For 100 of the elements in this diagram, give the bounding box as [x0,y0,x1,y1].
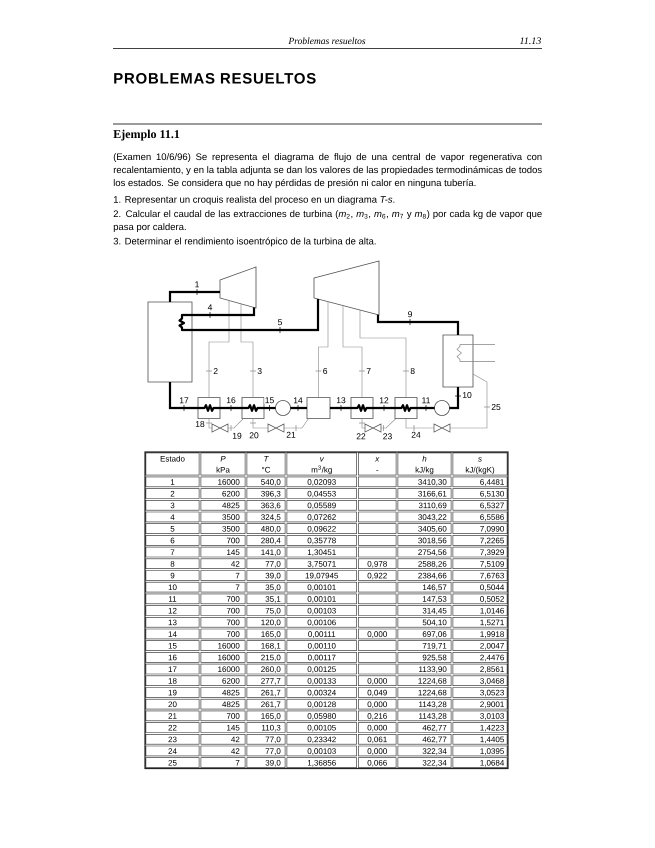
table-cell: 4825 [200,687,246,698]
table-cell: 719,71 [398,640,452,651]
table-cell: 0,5052 [452,594,508,604]
table-cell: 23 [146,734,200,744]
pipe-line [284,418,309,428]
table-cell: 6,4481 [452,476,508,488]
table-cell: 4825 [200,698,246,710]
table-cell: 1,0684 [452,757,508,768]
table-cell: 6200 [200,676,246,686]
table-cell: 697,06 [398,628,452,640]
table-cell: 215,0 [246,652,286,663]
table-cell: 0,00125 [286,664,357,674]
table-cell: 11 [146,594,200,604]
table-cell: 3410,30 [398,476,452,488]
table-cell: 24 [146,746,200,756]
edge-label: 10 [462,391,472,399]
table-cell: 0,05980 [286,710,357,722]
pipe-line [168,290,220,302]
edge-label: 1 [194,280,200,288]
pipe-line [168,382,198,410]
pipe-line [342,305,362,398]
table-cell: 147,53 [398,594,452,604]
table-cell: 146,57 [398,582,452,592]
valve-symbol [364,423,382,433]
table-cell: 4 [146,512,200,522]
table-cell: 7 [200,757,246,768]
table-cell: 35,0 [246,582,286,592]
table-cell: 1,0395 [452,746,508,756]
table-cell: 0,00105 [286,722,357,733]
table-cell: 0,00133 [286,676,357,686]
table-cell: 1,9918 [452,628,508,640]
table-cell: 700 [200,594,246,604]
table-cell: 42 [200,558,246,569]
table-cell: 42 [200,746,246,756]
table-cell: 75,0 [246,605,286,616]
table-cell: 3018,56 [398,535,452,546]
edge-label: 13 [336,396,346,404]
table-cell: 0,00117 [286,652,357,663]
table-cell: 1,4405 [452,734,508,744]
table-cell: 7,6763 [452,570,508,581]
pipe-line [192,299,320,332]
edge-label: 8 [410,367,416,375]
table-cell: 322,34 [398,757,452,768]
table-cell: 39,0 [246,757,286,768]
edge-label: 7 [366,367,372,375]
table-cell: 0,23342 [286,734,357,744]
table-cell: 261,7 [246,698,286,710]
table-cell: 16000 [200,664,246,674]
table-cell: 1224,68 [398,676,452,686]
table-cell: 280,4 [246,535,286,546]
table-cell: 1143,28 [398,698,452,710]
table-cell: 16000 [200,652,246,663]
table-cell: 0,00106 [286,617,357,628]
table-cell: 396,3 [246,488,286,499]
table-cell: 0,922 [358,570,396,581]
header-cell: v m$^{3}$/kg [286,452,357,476]
table-cell: 39,0 [246,570,286,581]
edge-label: 3 [256,367,263,375]
table-cell: 77,0 [246,746,286,756]
heater-box [394,397,418,419]
pump-circle [275,400,291,416]
table-cell: 700 [200,605,246,616]
pipe-line [228,418,244,428]
table-cell: 260,0 [246,664,286,674]
edge-label: 11 [420,396,431,404]
table-cell: 0,5044 [452,582,508,592]
table-cell: 0,00111 [286,628,357,640]
table-cell: 20 [146,698,200,710]
table-cell: 168,1 [246,640,286,651]
table-cell: 165,0 [246,710,286,722]
table-cell: 0,216 [358,710,396,722]
pipe-line [360,310,406,398]
table-cell: 314,45 [398,605,452,616]
table-cell: 1,4223 [452,722,508,733]
table-cell: 35,1 [246,594,286,604]
table-cell: 8 [146,558,200,569]
table-cell: 10 [146,582,200,592]
table-cell: 3,0523 [452,687,508,698]
table-cell: 13 [146,617,200,628]
page-number: 11.13 [520,37,541,44]
table-cell: 480,0 [246,523,286,534]
table-cell: 1 [146,476,200,488]
pipe-line [450,374,488,428]
table-cell: 0,000 [358,628,396,640]
pump-circle [434,400,450,416]
table-cell: 1,0146 [452,605,508,616]
table-cell: 1133,90 [398,664,452,674]
pipe-line [290,406,307,410]
table-cell: 3,0103 [452,710,508,722]
table-cell: 165,0 [246,628,286,640]
table-cell: 7,0990 [452,523,508,534]
table-cell: 462,77 [398,734,452,744]
pipe-line [208,300,230,398]
table-cell: 3 [146,500,200,510]
valve-symbol [268,423,284,433]
header-cell: Estado [146,452,200,476]
table-cell: 700 [200,535,246,546]
table-cell: 2,0047 [452,640,508,651]
table-cell: 0,07262 [286,512,357,522]
header-cell: h kJ/kg [398,452,452,476]
